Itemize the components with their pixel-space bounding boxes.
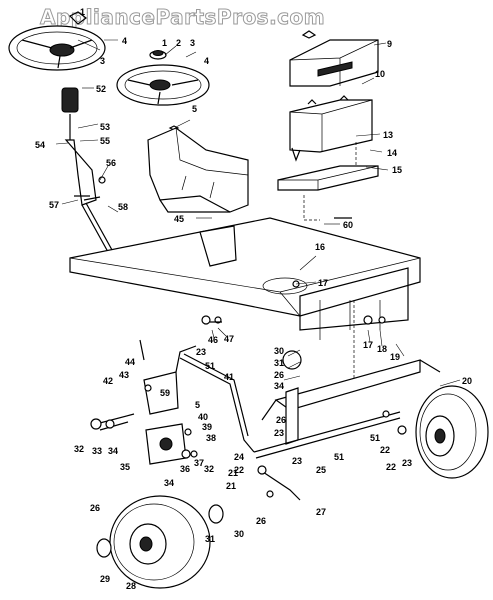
part-label: 2 <box>176 38 181 48</box>
part-label: 60 <box>343 220 353 230</box>
steering-column <box>61 87 123 271</box>
part-label: 26 <box>274 370 284 380</box>
part-label: 34 <box>274 381 284 391</box>
part-label: 26 <box>276 415 286 425</box>
part-label: 43 <box>119 370 129 380</box>
steering-wheel-large <box>8 11 106 71</box>
part-label: 18 <box>377 344 387 354</box>
part-label: 39 <box>202 422 212 432</box>
part-label: 22 <box>380 445 390 455</box>
part-label: 27 <box>316 507 326 517</box>
part-label: 17 <box>363 340 373 350</box>
front-axle <box>261 300 441 445</box>
part-label: 59 <box>160 388 170 398</box>
part-label: 34 <box>164 478 174 488</box>
part-label: 4 <box>122 36 127 46</box>
part-label: 22 <box>386 462 396 472</box>
part-label: 21 <box>228 468 238 478</box>
part-label: 46 <box>208 335 218 345</box>
part-label: 1 <box>80 7 85 17</box>
part-label: 31 <box>274 358 284 368</box>
hardware-pieces <box>74 195 407 498</box>
part-label: 51 <box>205 361 215 371</box>
part-label: 13 <box>383 130 393 140</box>
part-label: 16 <box>315 242 325 252</box>
part-label: 20 <box>462 376 472 386</box>
part-label: 52 <box>96 84 106 94</box>
part-label: 17 <box>318 278 328 288</box>
leader-lines <box>55 39 461 387</box>
part-label: 36 <box>180 464 190 474</box>
part-label: 23 <box>196 347 206 357</box>
part-label: 55 <box>100 136 110 146</box>
part-label: 53 <box>100 122 110 132</box>
battery <box>289 95 373 162</box>
part-label: 40 <box>198 412 208 422</box>
part-label: 3 <box>100 56 105 66</box>
part-label: 34 <box>108 446 118 456</box>
part-label: 30 <box>274 346 284 356</box>
part-label: 32 <box>74 444 84 454</box>
steering-wheel-small <box>116 50 210 131</box>
part-label: 5 <box>192 104 197 114</box>
part-label: 29 <box>100 574 110 584</box>
part-label: 51 <box>334 452 344 462</box>
part-label: 54 <box>35 140 45 150</box>
part-label: 14 <box>387 148 397 158</box>
part-label: 23 <box>402 458 412 468</box>
part-label: 45 <box>174 214 184 224</box>
drag-link <box>179 353 401 501</box>
part-label: 32 <box>204 464 214 474</box>
part-label: 35 <box>120 462 130 472</box>
part-label: 24 <box>234 452 244 462</box>
part-label: 25 <box>316 465 326 475</box>
left-front-wheel <box>96 495 224 589</box>
part-label: 57 <box>49 200 59 210</box>
part-label: 51 <box>370 433 380 443</box>
part-label: 9 <box>387 39 392 49</box>
right-front-wheel <box>415 385 489 479</box>
part-label: 21 <box>226 481 236 491</box>
watermark: AppliancePartsPros.com <box>40 5 325 29</box>
part-label: 3 <box>190 38 195 48</box>
dash-pedestal <box>147 127 249 213</box>
part-label: 19 <box>390 352 400 362</box>
part-label: 26 <box>90 503 100 513</box>
part-label: 26 <box>256 516 266 526</box>
part-label: 37 <box>194 458 204 468</box>
part-label: 1 <box>162 38 167 48</box>
part-label: 30 <box>234 529 244 539</box>
steering-bracket <box>95 339 197 465</box>
part-labels: 1 4 3 1 2 3 4 52 5 53 54 55 56 57 58 45 … <box>35 7 472 591</box>
battery-cover <box>289 30 379 87</box>
part-label: 56 <box>106 158 116 168</box>
part-label: 47 <box>224 334 234 344</box>
part-label: 10 <box>375 69 385 79</box>
part-label: 22 <box>234 465 244 475</box>
part-label: 28 <box>126 581 136 591</box>
part-label: 44 <box>125 357 135 367</box>
part-label: 4 <box>204 56 209 66</box>
chassis-frame <box>69 217 421 340</box>
part-label: 15 <box>392 165 402 175</box>
part-label: 38 <box>206 433 216 443</box>
battery-tray <box>277 142 379 221</box>
part-label: 23 <box>292 456 302 466</box>
part-label: 31 <box>205 534 215 544</box>
part-label: 33 <box>92 446 102 456</box>
part-label: 23 <box>274 428 284 438</box>
part-label: 42 <box>103 376 113 386</box>
part-label: 5 <box>195 400 200 410</box>
part-label: 58 <box>118 202 128 212</box>
part-label: 41 <box>224 372 234 382</box>
